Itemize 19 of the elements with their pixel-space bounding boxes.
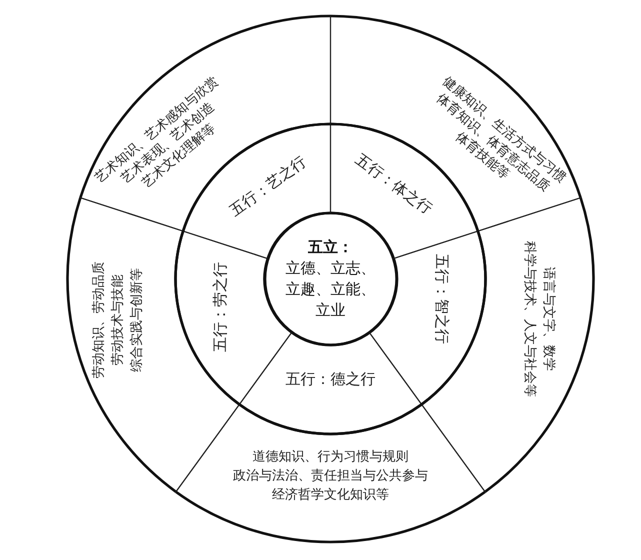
segment-label: 五行：体之行 xyxy=(352,150,437,220)
content-text: 科学与技术、人文与社会等 xyxy=(520,241,538,398)
content-text: 道德知识、行为习惯与规则 xyxy=(252,448,408,466)
segment-label: 五行：德之行 xyxy=(286,369,376,389)
outer-ring-segment xyxy=(174,402,487,544)
content-text: 语言与文字、数学 xyxy=(540,267,557,372)
circle-heading: 五立： xyxy=(308,237,353,258)
content-text: 综合实践与创新等 xyxy=(128,268,146,372)
content-text: 经济哲学文化知识等 xyxy=(272,486,389,504)
outer-ring-segment xyxy=(78,14,332,233)
content-text: 劳动知识、劳动品质 xyxy=(90,262,108,379)
center-circle xyxy=(262,211,398,347)
circle-text: 立德、立志、立趣、立能、立业 xyxy=(284,258,376,321)
content-text: 劳动技术与技能 xyxy=(110,274,127,366)
outer-ring-segment xyxy=(328,14,583,233)
segment-label: 五行：劳之行 xyxy=(210,262,230,352)
content-text: 政治与法治、责任担当与公共参与 xyxy=(233,468,428,486)
segment-label: 五行：艺之行 xyxy=(226,152,310,221)
segment-label: 五行：智之行 xyxy=(432,254,452,344)
